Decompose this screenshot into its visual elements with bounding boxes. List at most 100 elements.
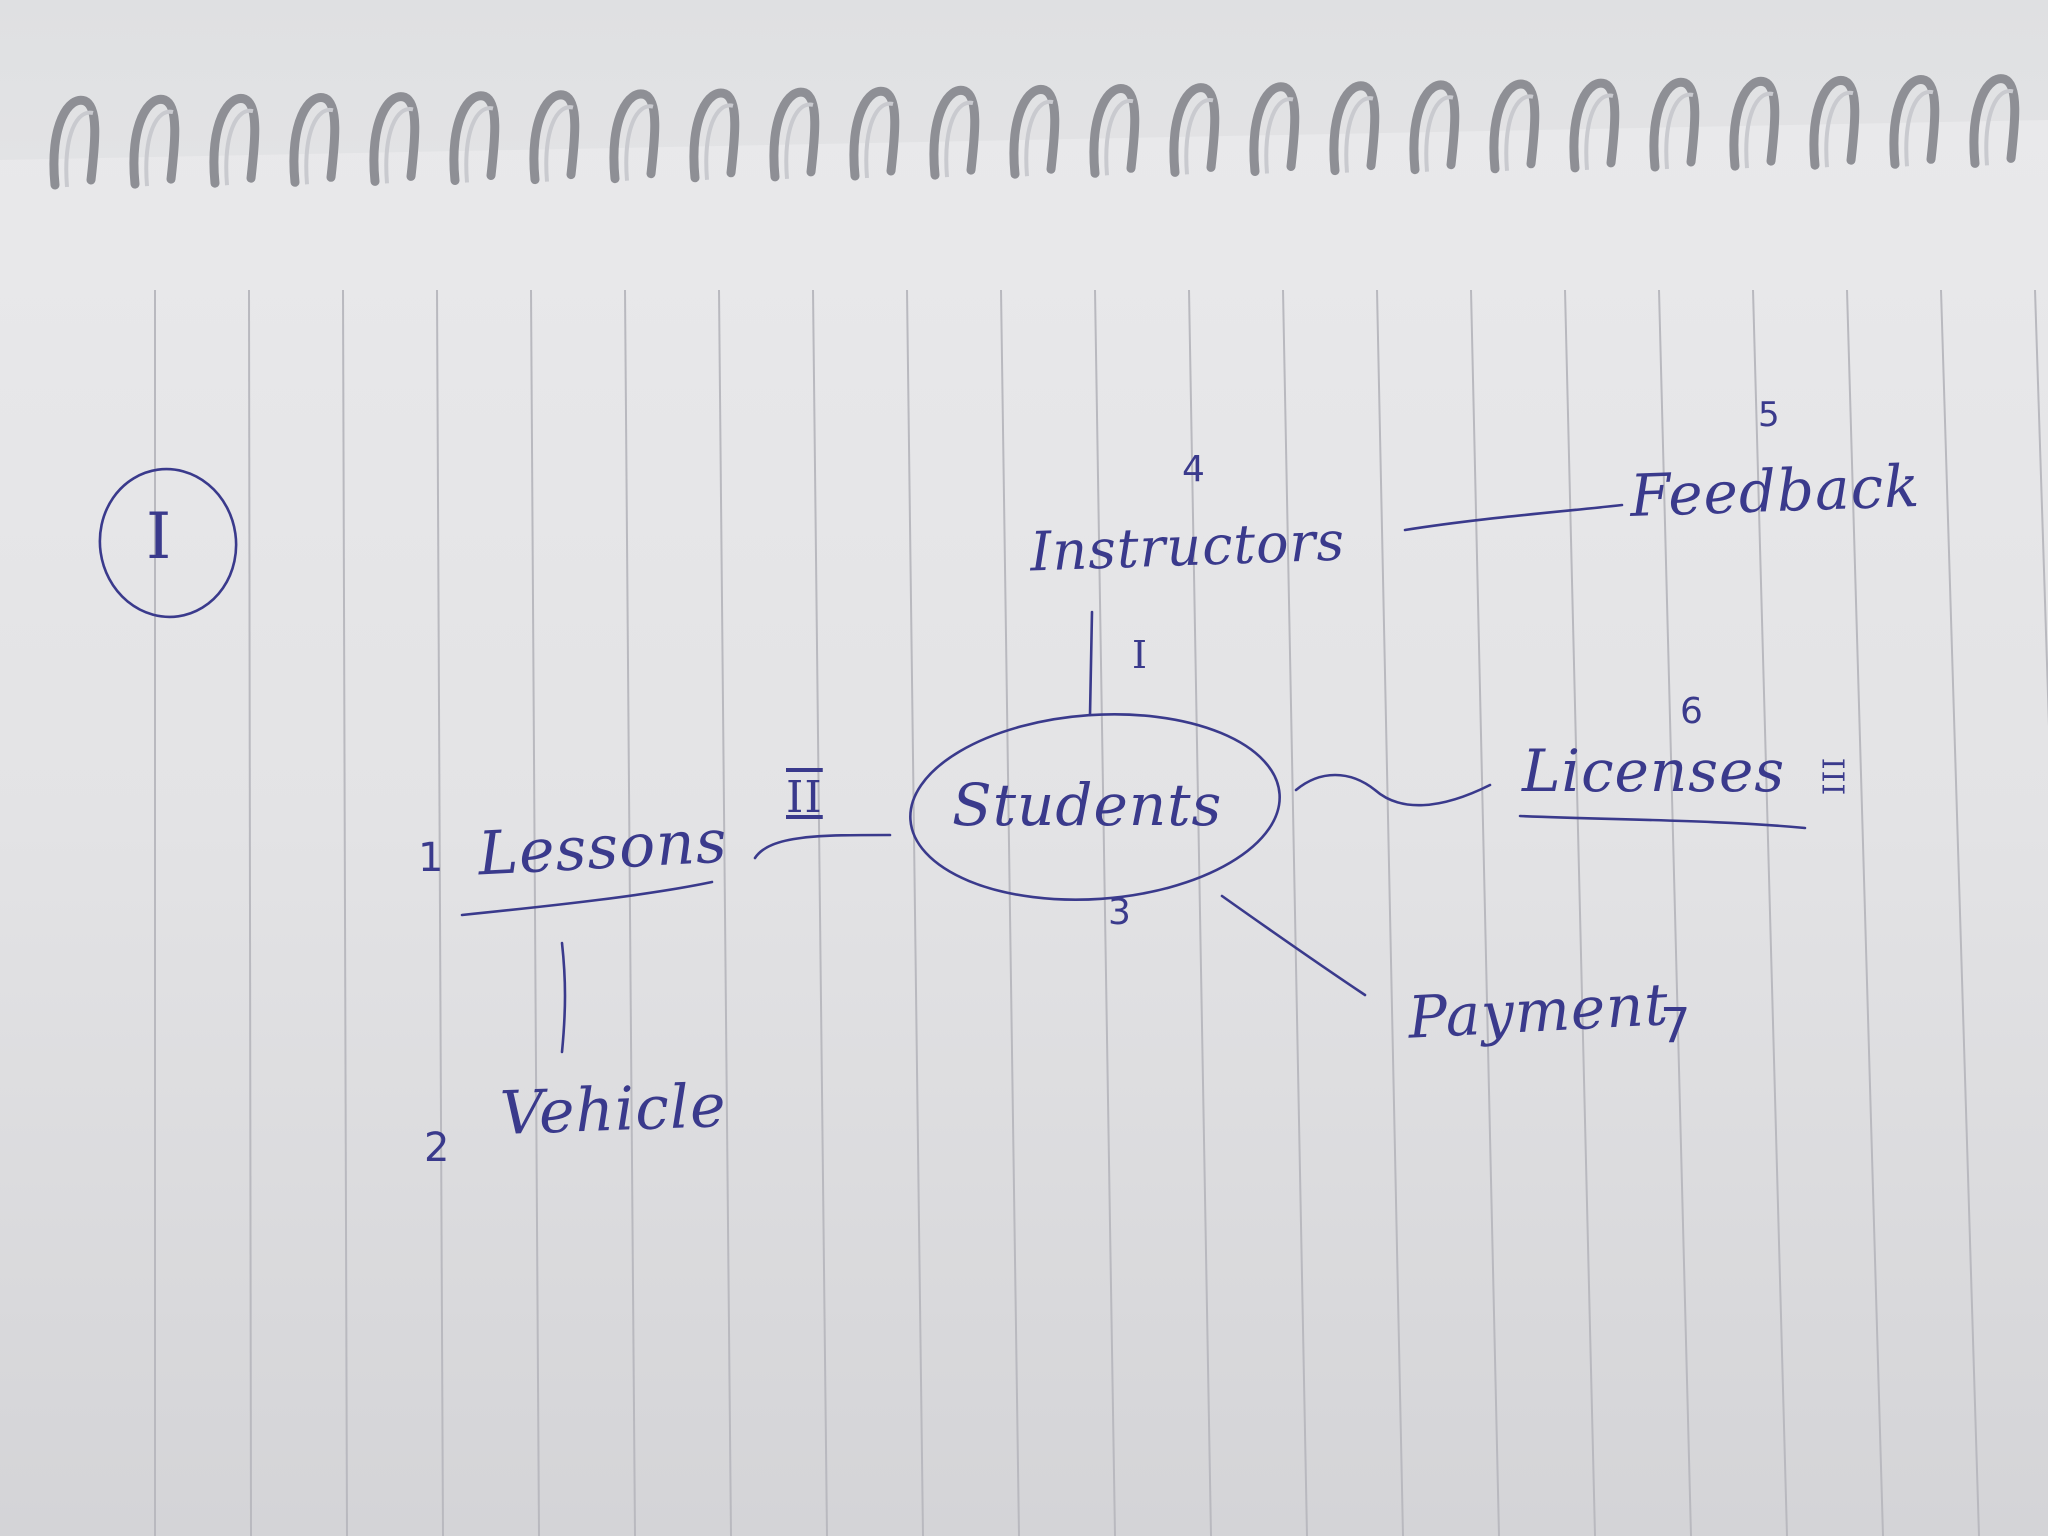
spiral-coil-highlight <box>1024 99 1054 177</box>
ruled-line <box>1376 289 1404 1536</box>
ruled-line <box>718 289 732 1536</box>
spiral-coil-highlight <box>1504 94 1534 171</box>
spiral-coil <box>129 94 180 189</box>
spiral-coil-highlight <box>1824 90 1854 168</box>
payment-label: Payment <box>1406 970 1671 1052</box>
payment-number: 7 <box>1660 998 1691 1054</box>
spiral-coil <box>1249 82 1300 176</box>
spiral-coil-highlight <box>384 107 414 184</box>
spiral-coil-highlight <box>1264 97 1294 174</box>
spiral-coil <box>609 89 660 184</box>
spiral-coil-highlight <box>784 102 814 180</box>
students-label: Students <box>952 771 1223 839</box>
vehicle-number: 2 <box>424 1125 450 1171</box>
spiral-coil <box>1809 76 1860 170</box>
lessons-underline <box>460 880 714 917</box>
spiral-coil <box>1489 79 1540 174</box>
feedback-number: 5 <box>1758 395 1780 435</box>
spiral-coil-highlight <box>1904 89 1934 167</box>
lessons-label: Lessons <box>476 806 730 890</box>
section-marker-circle <box>98 467 238 619</box>
ruled-line <box>1940 289 1980 1536</box>
spiral-binding <box>49 74 2020 190</box>
spiral-coil-highlight <box>1424 95 1454 172</box>
spiral-coil-highlight <box>144 109 174 187</box>
spiral-coil-highlight <box>464 106 494 183</box>
ruled-line <box>624 289 636 1536</box>
edge-instructors-students-label: I <box>1132 633 1149 677</box>
spiral-coil <box>1409 80 1460 175</box>
spiral-coil <box>369 92 420 186</box>
edge-lessons-students-label: II <box>786 772 823 823</box>
spiral-coil <box>289 93 340 187</box>
spiral-coil-highlight <box>544 105 574 182</box>
spiral-coil-highlight <box>1984 89 2014 166</box>
spiral-coil-highlight <box>304 107 334 185</box>
edge-lessons-students <box>753 833 892 860</box>
spiral-coil <box>209 94 260 188</box>
spiral-coil <box>1729 76 1780 171</box>
instructors-number: 4 <box>1182 449 1205 490</box>
spiral-coil <box>1889 75 1940 169</box>
spiral-coil <box>1649 77 1700 172</box>
licenses-mark: III <box>1814 757 1850 797</box>
ruled-line <box>1752 289 1788 1536</box>
ruled-line <box>1658 289 1692 1536</box>
spiral-coil <box>849 86 900 181</box>
licenses-number: 6 <box>1680 691 1703 732</box>
ruled-line <box>1282 289 1308 1536</box>
spiral-coil <box>1169 83 1220 177</box>
students-circle <box>909 713 1281 901</box>
spiral-coil-highlight <box>224 108 254 186</box>
spiral-coil <box>1329 81 1380 176</box>
edge-instructors-feedback <box>1403 503 1624 532</box>
spiral-coil <box>529 90 580 185</box>
ruled-line <box>342 289 348 1536</box>
ruled-line <box>2034 289 2048 727</box>
spiral-coil <box>1089 84 1140 178</box>
ruled-lines <box>154 289 2048 1536</box>
ruled-line <box>1846 289 1884 1536</box>
edge-students-licenses <box>1294 773 1492 807</box>
edge-students-payment <box>1220 894 1367 997</box>
ruled-line <box>812 289 828 1536</box>
spiral-coil-highlight <box>1664 92 1694 170</box>
ruled-line <box>906 289 924 1536</box>
spiral-coil-highlight <box>864 101 894 179</box>
spiral-coil <box>1569 78 1620 173</box>
spiral-coil <box>689 88 740 183</box>
feedback-label: Feedback <box>1628 451 1922 531</box>
edge-instructors-students <box>1088 610 1094 717</box>
spiral-coil <box>1969 74 2020 168</box>
students-number: 3 <box>1108 892 1131 933</box>
spiral-coil-highlight <box>64 110 94 188</box>
spiral-coil <box>1009 85 1060 179</box>
ruled-line <box>1000 289 1020 1536</box>
spiral-coil-highlight <box>1184 98 1214 175</box>
edge-lessons-vehicle <box>560 941 567 1054</box>
licenses-label: Licenses <box>1522 737 1786 805</box>
lessons-number: 1 <box>418 835 444 881</box>
spiral-coil-highlight <box>1584 93 1614 171</box>
instructors-label: Instructors <box>1028 509 1347 584</box>
ruled-line <box>1564 289 1596 1536</box>
spiral-coil <box>449 91 500 185</box>
ruled-line <box>436 289 444 1536</box>
ruled-line <box>1188 289 1212 1536</box>
vehicle-label: Vehicle <box>498 1071 728 1149</box>
spiral-coil <box>929 85 980 180</box>
spiral-coil-highlight <box>624 104 654 181</box>
ruled-line <box>1094 289 1116 1536</box>
spiral-coil-highlight <box>704 103 734 180</box>
licenses-underline <box>1518 814 1807 830</box>
spiral-coil-highlight <box>1744 91 1774 169</box>
spiral-coil-highlight <box>944 100 974 178</box>
spiral-coil <box>49 95 100 190</box>
ruled-line <box>1470 289 1500 1536</box>
ruled-line <box>530 289 540 1536</box>
section-marker: I <box>146 500 173 574</box>
spiral-coil-highlight <box>1104 98 1134 176</box>
